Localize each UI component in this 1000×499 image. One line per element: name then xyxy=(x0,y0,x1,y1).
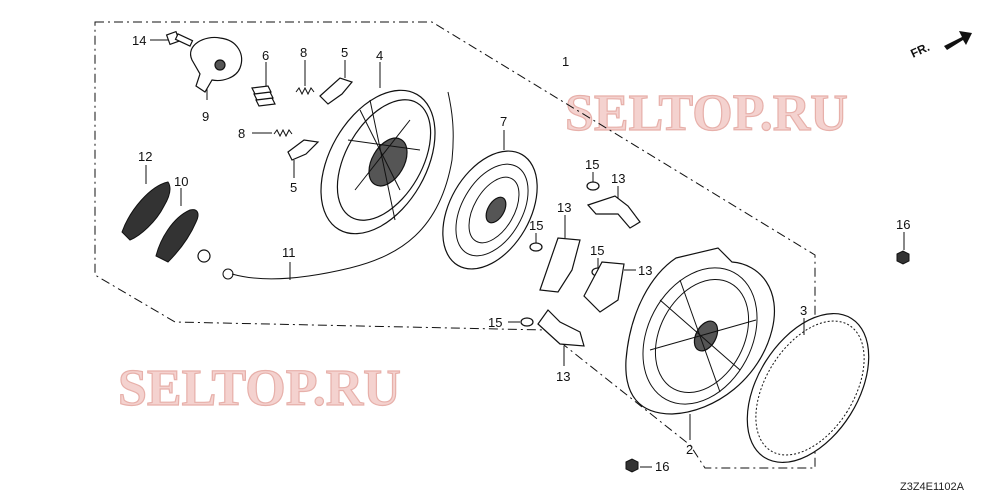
part-8-spring-lower xyxy=(252,128,293,138)
callout-10: 10 xyxy=(174,174,188,189)
callout-8-upper: 8 xyxy=(300,45,307,60)
callout-16-lower: 16 xyxy=(655,459,669,474)
front-direction-indicator: FR. xyxy=(908,31,972,61)
part-14-bolt xyxy=(150,30,194,47)
part-11-starter-rope xyxy=(222,91,454,280)
callout-6: 6 xyxy=(262,48,269,63)
assembly-boundary xyxy=(94,21,816,469)
callout-15-c: 15 xyxy=(590,243,604,258)
callout-15-d: 15 xyxy=(488,315,502,330)
part-15-washer-b xyxy=(529,233,543,252)
callout-1: 1 xyxy=(562,54,569,69)
callout-12: 12 xyxy=(138,149,152,164)
part-5-pawl-lower xyxy=(287,139,320,178)
part-2-starter-housing xyxy=(625,247,776,440)
part-13-pawl-a xyxy=(586,186,641,229)
callout-13-b: 13 xyxy=(557,200,571,215)
callout-7: 7 xyxy=(500,114,507,129)
part-15-washer-a xyxy=(586,172,600,191)
part-16-nut-lower xyxy=(625,458,652,473)
callout-13-d: 13 xyxy=(556,369,570,384)
callout-4: 4 xyxy=(376,48,383,63)
part-5-pawl-upper xyxy=(319,60,354,105)
part-7-recoil-spring xyxy=(442,130,538,270)
callout-9: 9 xyxy=(202,109,209,124)
front-direction-label: FR. xyxy=(908,40,931,61)
callout-3: 3 xyxy=(800,303,807,318)
callout-15-b: 15 xyxy=(529,218,543,233)
part-3-screen-grid xyxy=(746,312,870,464)
callout-13-c: 13 xyxy=(638,263,652,278)
part-15-washer-d xyxy=(508,317,534,327)
watermark-top: SELTOP.RU xyxy=(565,85,848,142)
part-9-ratchet-plate xyxy=(189,36,243,100)
part-6-spring xyxy=(251,62,276,107)
part-13-pawl-b xyxy=(539,215,581,293)
callout-5-upper: 5 xyxy=(341,45,348,60)
callout-14: 14 xyxy=(132,33,146,48)
part-8-spring-upper xyxy=(295,60,315,96)
callout-16-upper: 16 xyxy=(896,217,910,232)
callout-2: 2 xyxy=(686,442,693,457)
part-13-pawl-d xyxy=(537,309,585,366)
part-10-grip xyxy=(155,188,211,263)
watermark-bottom: SELTOP.RU xyxy=(118,360,401,417)
part-4-reel xyxy=(320,62,436,235)
drawing-code: Z3Z4E1102A xyxy=(900,481,965,493)
callout-5-lower: 5 xyxy=(290,180,297,195)
callout-8-lower: 8 xyxy=(238,126,245,141)
part-16-nut-upper xyxy=(896,232,910,265)
part-12-grip-cover xyxy=(121,165,171,241)
callout-11: 11 xyxy=(282,245,296,260)
callout-13-a: 13 xyxy=(611,171,625,186)
part-13-pawl-c xyxy=(583,261,636,313)
front-direction-arrow-icon xyxy=(944,31,972,50)
callout-15-a: 15 xyxy=(585,157,599,172)
